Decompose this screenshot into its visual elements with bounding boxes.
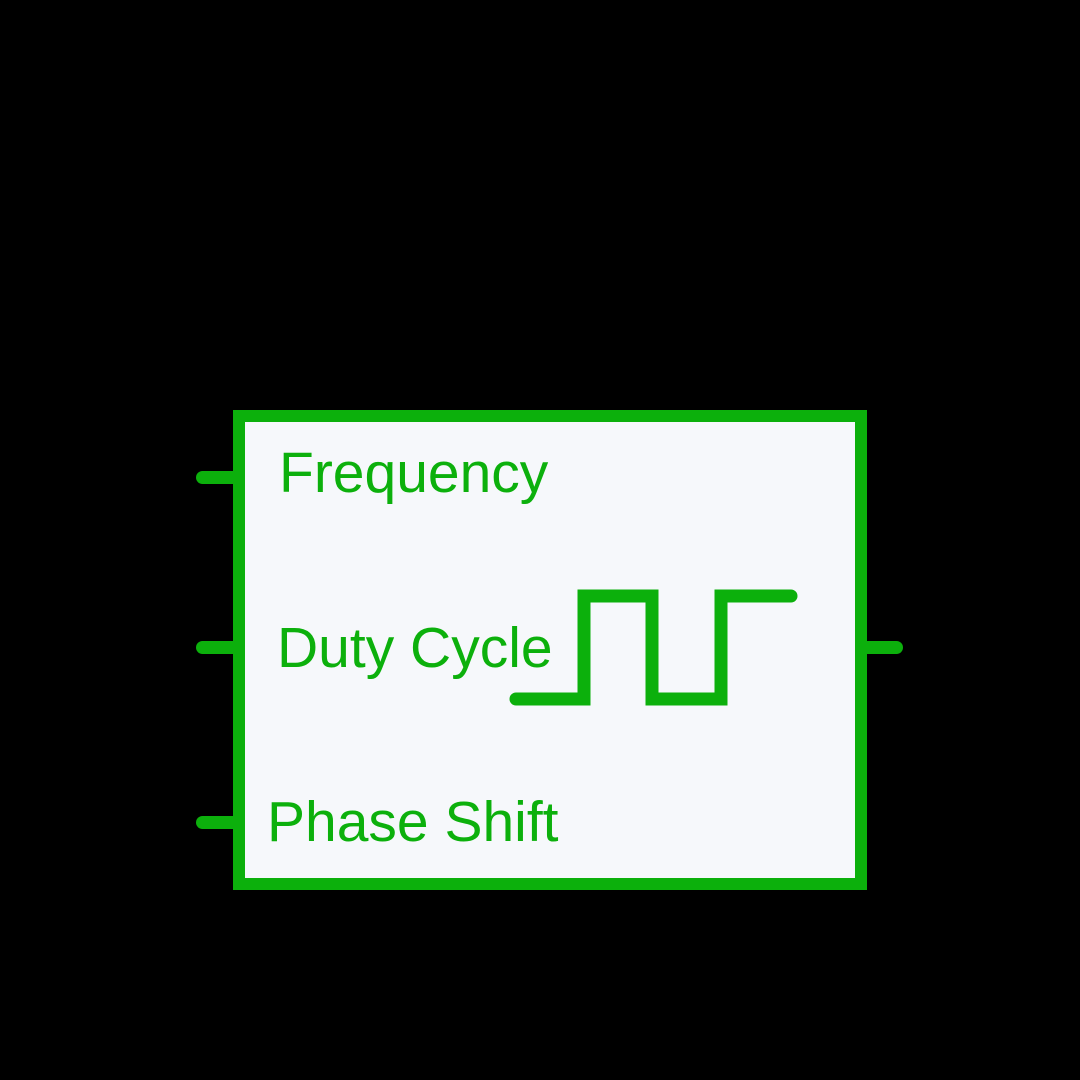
input-port-duty-cycle[interactable]	[196, 641, 242, 654]
duty-cycle-port-label: Duty Cycle	[277, 616, 553, 680]
input-port-phase-shift[interactable]	[196, 816, 242, 829]
frequency-port-label: Frequency	[279, 441, 549, 505]
square-wave-icon	[509, 589, 798, 706]
phase-shift-port-label: Phase Shift	[267, 790, 559, 854]
output-port[interactable]	[858, 641, 903, 654]
generator-block[interactable]	[233, 410, 867, 890]
input-port-frequency[interactable]	[196, 471, 242, 484]
